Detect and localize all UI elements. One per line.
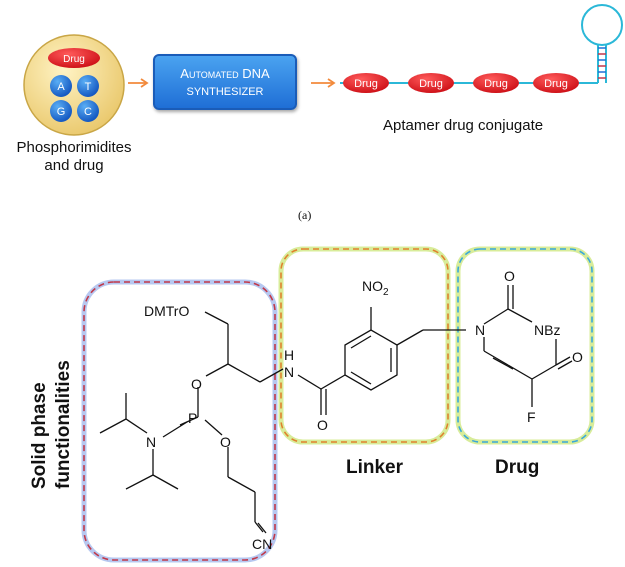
- synthesizer-line1: Automated DNA: [180, 66, 270, 81]
- atom-o-right: O: [572, 349, 583, 365]
- aptamer-hairpin: [581, 4, 623, 83]
- drug-box-inner: [457, 248, 593, 443]
- atom-no2-sub: 2: [383, 287, 389, 298]
- arrow-to-conjugate: [311, 78, 336, 88]
- atom-cn: CN: [252, 536, 272, 552]
- atom-h: H: [284, 347, 294, 363]
- base-a-label: A: [57, 81, 65, 93]
- chain-drug-label-4: Drug: [544, 78, 568, 90]
- conjugate-caption: Aptamer drug conjugate: [383, 117, 544, 134]
- atom-dmtro: DMTrO: [144, 303, 189, 319]
- chain-drug-label-2: Drug: [419, 78, 443, 90]
- drug-group-label: Drug: [495, 457, 539, 478]
- chain-drug-1: [343, 73, 389, 93]
- solid-phase-label-line1: Solid phase: [29, 382, 50, 489]
- base-c-label: C: [84, 106, 92, 118]
- molecule-diagram-svg: DMTrO O P O N H N O NO2 N O NBz O F CN L…: [29, 246, 595, 563]
- solid-phase-box-outer: [81, 279, 278, 563]
- chain-drug-2: [408, 73, 454, 93]
- base-t-label: T: [85, 81, 92, 93]
- atom-n-amine: N: [146, 434, 156, 450]
- reagent-caption-line1: Phosphorimidites: [16, 139, 132, 156]
- chain-drug-4: [533, 73, 579, 93]
- solid-phase-box-inner: [83, 281, 276, 561]
- chain-drug-label-1: Drug: [354, 78, 378, 90]
- base-c-circle: [77, 100, 99, 122]
- reagent-caption-line2: and drug: [44, 157, 104, 174]
- drug-box-outer: [455, 246, 595, 445]
- synthesizer-line2: synthesizer: [186, 86, 264, 98]
- base-g-label: G: [57, 106, 66, 118]
- base-a-circle: [50, 75, 72, 97]
- chain-drug-3: [473, 73, 519, 93]
- atom-n-amide: N: [284, 364, 294, 380]
- atom-o-top: O: [504, 268, 515, 284]
- solid-phase-label-line2: functionalities: [53, 360, 74, 489]
- base-g-circle: [50, 100, 72, 122]
- atom-o-carbonyl: O: [317, 417, 328, 433]
- circle-drug-label: Drug: [63, 54, 85, 65]
- phosphoramidite-circle: Drug A T G C Drug Drug Drug Drug: [0, 0, 625, 200]
- linker-box-inner: [280, 248, 449, 443]
- top-diagram-svg: Drug A T G C Drug Drug Drug Drug: [23, 4, 623, 136]
- atom-n1: N: [475, 322, 485, 338]
- automated-synthesizer-box: Automated DNA synthesizer: [153, 54, 297, 110]
- chain-drug-label-3: Drug: [484, 78, 508, 90]
- atom-no2: NO2: [362, 278, 389, 298]
- atom-nbz: NBz: [534, 322, 560, 338]
- atom-o-ester: O: [191, 376, 202, 392]
- atom-f: F: [527, 409, 536, 425]
- base-t-circle: [77, 75, 99, 97]
- panel-label: (a): [298, 208, 312, 222]
- arrow-to-synthesizer: [128, 78, 149, 88]
- reagent-caption: Phosphorimidites and drug: [4, 139, 144, 175]
- atom-o-p: O: [220, 434, 231, 450]
- solid-phase-label: Solid phase functionalities: [29, 360, 74, 489]
- atom-no2-main: NO: [362, 278, 383, 294]
- linker-label: Linker: [346, 457, 404, 478]
- atom-p: P: [188, 410, 197, 426]
- molecule-bonds: [99, 285, 573, 534]
- circle-drug-ellipse: [48, 48, 100, 68]
